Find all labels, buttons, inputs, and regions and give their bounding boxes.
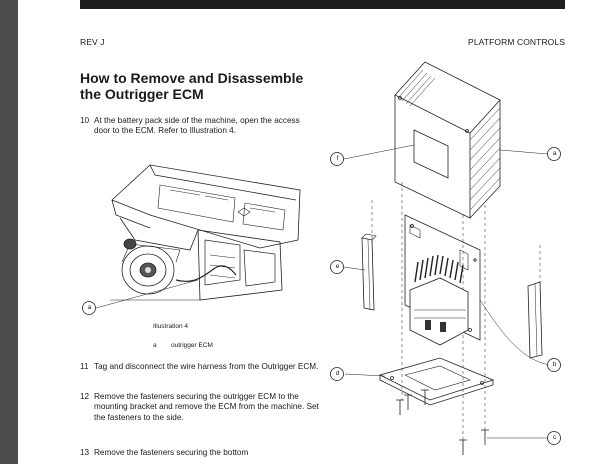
step-number: 10 bbox=[80, 116, 90, 125]
connector-block bbox=[409, 254, 469, 346]
title-line-2: the Outrigger ECM bbox=[80, 86, 204, 102]
step-number: 13 bbox=[80, 448, 90, 457]
step-13: 13 Remove the fasteners securing the bot… bbox=[80, 448, 330, 458]
callout-a bbox=[547, 147, 561, 161]
callout-letter-c: c bbox=[552, 434, 557, 441]
header-rule bbox=[80, 0, 565, 9]
step-text: At the battery pack side of the machine,… bbox=[94, 116, 300, 136]
circuit-board bbox=[404, 214, 481, 341]
legend-letter: a bbox=[153, 342, 157, 349]
ecm-enclosure bbox=[394, 61, 501, 219]
title-line-1: How to Remove and Disassemble bbox=[80, 70, 304, 86]
page-title: How to Remove and Disassemble the Outrig… bbox=[80, 70, 340, 102]
step-text: Tag and disconnect the wire harness from… bbox=[94, 362, 319, 371]
fasteners bbox=[396, 389, 489, 455]
revision-label: REV J bbox=[80, 37, 105, 47]
callout-e bbox=[330, 260, 344, 274]
left-side-rail bbox=[361, 233, 377, 311]
step-11: 11 Tag and disconnect the wire harness f… bbox=[80, 362, 330, 372]
callout-letter-d: d bbox=[335, 370, 340, 377]
step-12: 12 Remove the fasteners securing the out… bbox=[80, 392, 330, 423]
illus4-callout-letter: a bbox=[87, 304, 92, 311]
mounting-bracket bbox=[378, 357, 495, 406]
step-number: 11 bbox=[80, 362, 89, 371]
section-label: PLATFORM CONTROLS bbox=[468, 37, 565, 47]
step-text: Remove the fasteners securing the bottom bbox=[94, 448, 249, 457]
callout-letter-f: f bbox=[336, 155, 339, 162]
right-side-rail bbox=[527, 281, 543, 359]
illustration-title: Illustration 4 bbox=[153, 323, 189, 330]
callout-c bbox=[547, 431, 561, 445]
page-edge-bar bbox=[0, 0, 18, 464]
legend-text: outrigger ECM bbox=[171, 342, 213, 349]
step-text: Remove the fasteners securing the outrig… bbox=[94, 392, 319, 422]
step-number: 12 bbox=[80, 392, 90, 401]
callout-letter-b: b bbox=[552, 361, 557, 368]
callout-letter-a: a bbox=[552, 150, 557, 157]
callout-b bbox=[547, 358, 561, 372]
illus4-callout-a bbox=[82, 301, 96, 315]
callout-f bbox=[330, 152, 344, 166]
step-10: 10 At the battery pack side of the machi… bbox=[80, 116, 330, 137]
callout-d bbox=[330, 367, 344, 381]
callout-letter-e: e bbox=[335, 263, 340, 270]
